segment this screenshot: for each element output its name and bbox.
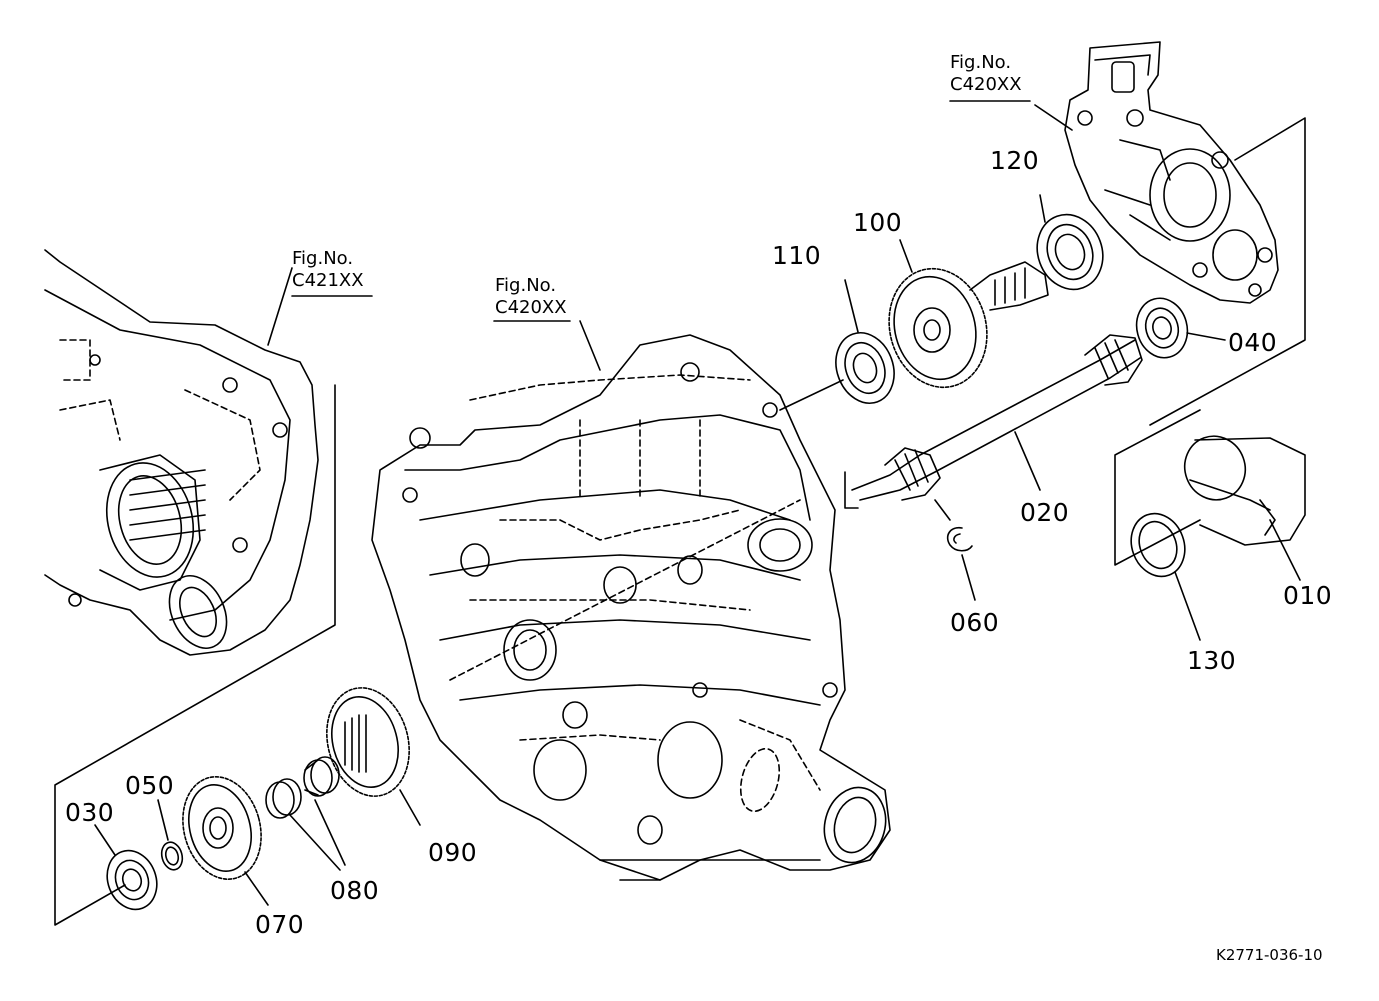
right-cover bbox=[950, 42, 1278, 303]
part-020-shaft bbox=[852, 335, 1142, 500]
left-housing bbox=[45, 250, 318, 657]
part-060-snap-ring bbox=[935, 500, 975, 600]
part-label-110: 110 bbox=[772, 241, 822, 270]
part-label-130: 130 bbox=[1187, 646, 1237, 675]
fig-ref-title: Fig.No. bbox=[950, 52, 1012, 73]
part-label-040: 040 bbox=[1228, 328, 1278, 357]
part-label-030: 030 bbox=[65, 798, 115, 827]
fig-ref-main-case: Fig.No. C420XX bbox=[495, 275, 567, 319]
part-030-bearing bbox=[95, 825, 165, 916]
fig-ref-code: C420XX bbox=[950, 74, 1022, 95]
part-label-100: 100 bbox=[853, 208, 903, 237]
part-100-gear bbox=[876, 240, 1048, 398]
drawing-code: K2771-036-10 bbox=[1216, 946, 1323, 964]
right-bracket bbox=[780, 118, 1305, 508]
part-label-050: 050 bbox=[125, 771, 175, 800]
part-050-washer bbox=[158, 800, 185, 872]
part-label-020: 020 bbox=[1020, 498, 1070, 527]
fig-ref-code: C420XX bbox=[495, 297, 567, 318]
left-bracket bbox=[55, 268, 372, 925]
part-label-120: 120 bbox=[990, 146, 1040, 175]
fig-ref-title: Fig.No. bbox=[292, 248, 354, 269]
part-label-070: 070 bbox=[255, 910, 305, 939]
fig-ref-title: Fig.No. bbox=[495, 275, 557, 296]
fig-ref-left-housing: Fig.No. C421XX bbox=[292, 248, 364, 292]
main-case bbox=[372, 335, 894, 880]
part-010-sleeve bbox=[1176, 428, 1305, 580]
part-110-bearing bbox=[826, 280, 903, 411]
part-080-bearings bbox=[266, 757, 345, 870]
part-070-gear bbox=[172, 768, 272, 905]
part-label-060: 060 bbox=[950, 608, 1000, 637]
part-090-gear bbox=[315, 679, 421, 825]
part-120-bearing bbox=[1027, 195, 1113, 299]
part-label-090: 090 bbox=[428, 838, 478, 867]
part-040-bearing bbox=[1130, 293, 1225, 364]
part-label-080: 080 bbox=[330, 876, 380, 905]
fig-ref-cover: Fig.No. C420XX bbox=[950, 52, 1022, 96]
part-label-010: 010 bbox=[1283, 581, 1333, 610]
fig-ref-code: C421XX bbox=[292, 270, 364, 291]
